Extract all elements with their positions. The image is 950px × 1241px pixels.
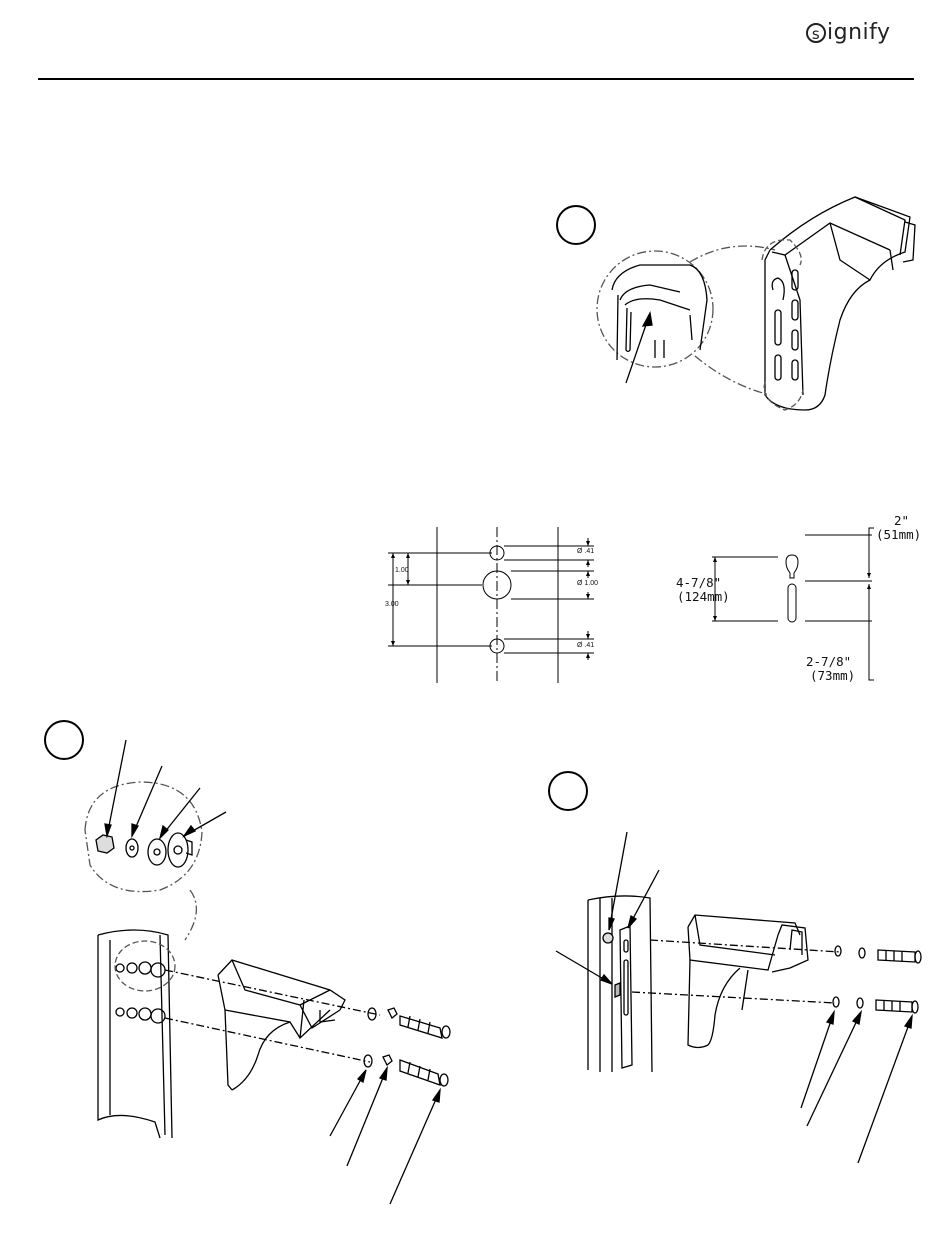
figure-square-pole-mount [0, 0, 950, 1241]
